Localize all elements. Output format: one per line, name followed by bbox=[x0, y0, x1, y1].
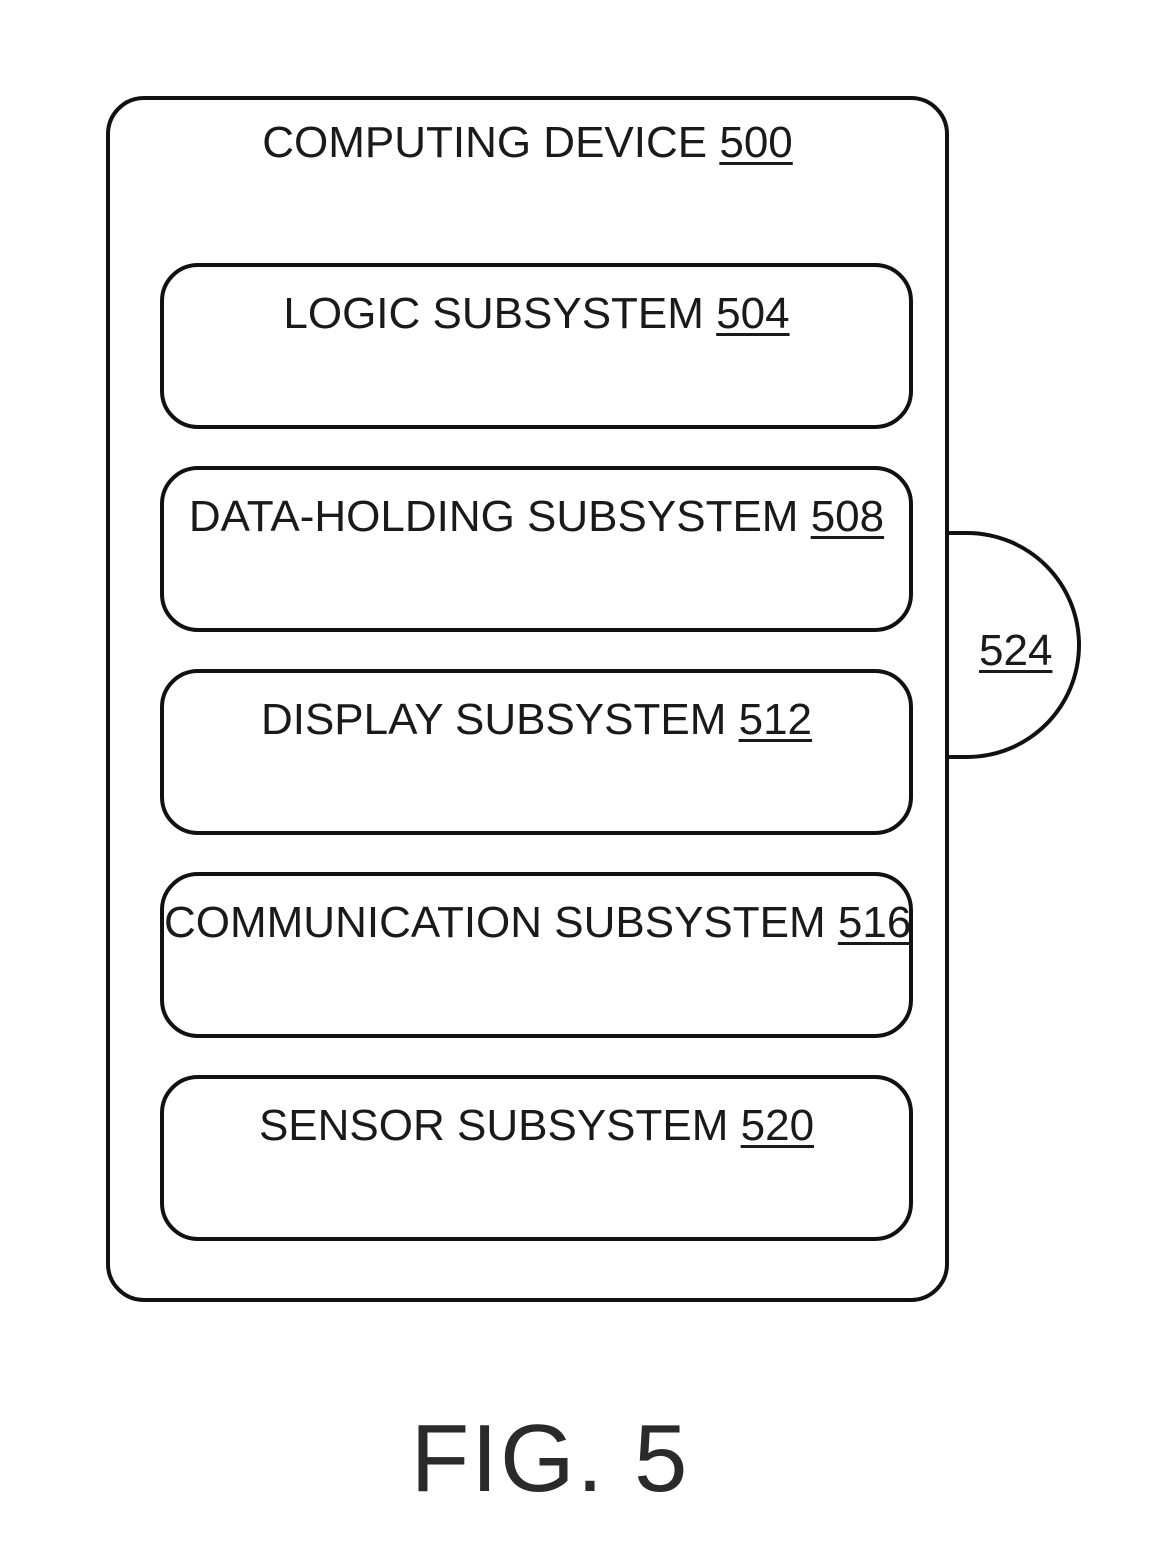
communication-subsystem-ref: 516 bbox=[838, 898, 911, 947]
computing-device-name: COMPUTING DEVICE bbox=[262, 118, 707, 167]
data-holding-subsystem-label: DATA-HOLDING SUBSYSTEM 508 bbox=[164, 492, 909, 542]
sensor-subsystem-name: SENSOR SUBSYSTEM bbox=[259, 1101, 728, 1150]
communication-subsystem-box: COMMUNICATION SUBSYSTEM 516 bbox=[160, 872, 913, 1038]
display-subsystem-name: DISPLAY SUBSYSTEM bbox=[261, 695, 726, 744]
sensor-subsystem-label: SENSOR SUBSYSTEM 520 bbox=[164, 1101, 909, 1151]
display-subsystem-ref: 512 bbox=[739, 695, 812, 744]
communication-subsystem-name: COMMUNICATION SUBSYSTEM bbox=[164, 898, 826, 947]
data-holding-subsystem-box: DATA-HOLDING SUBSYSTEM 508 bbox=[160, 466, 913, 632]
sensor-subsystem-ref: 520 bbox=[741, 1101, 814, 1150]
data-holding-subsystem-ref: 508 bbox=[811, 492, 884, 541]
logic-subsystem-label: LOGIC SUBSYSTEM 504 bbox=[164, 289, 909, 339]
computing-device-ref: 500 bbox=[719, 118, 792, 167]
logic-subsystem-name: LOGIC SUBSYSTEM bbox=[283, 289, 704, 338]
communication-subsystem-label: COMMUNICATION SUBSYSTEM 516 bbox=[164, 898, 909, 948]
logic-subsystem-box: LOGIC SUBSYSTEM 504 bbox=[160, 263, 913, 429]
display-subsystem-label: DISPLAY SUBSYSTEM 512 bbox=[164, 695, 909, 745]
computing-device-label: COMPUTING DEVICE 500 bbox=[106, 118, 949, 168]
figure-caption: FIG. 5 bbox=[0, 1404, 1100, 1514]
data-holding-subsystem-name: DATA-HOLDING SUBSYSTEM bbox=[189, 492, 799, 541]
logic-subsystem-ref: 504 bbox=[716, 289, 789, 338]
port-ref: 524 bbox=[979, 626, 1052, 676]
sensor-subsystem-box: SENSOR SUBSYSTEM 520 bbox=[160, 1075, 913, 1241]
display-subsystem-box: DISPLAY SUBSYSTEM 512 bbox=[160, 669, 913, 835]
